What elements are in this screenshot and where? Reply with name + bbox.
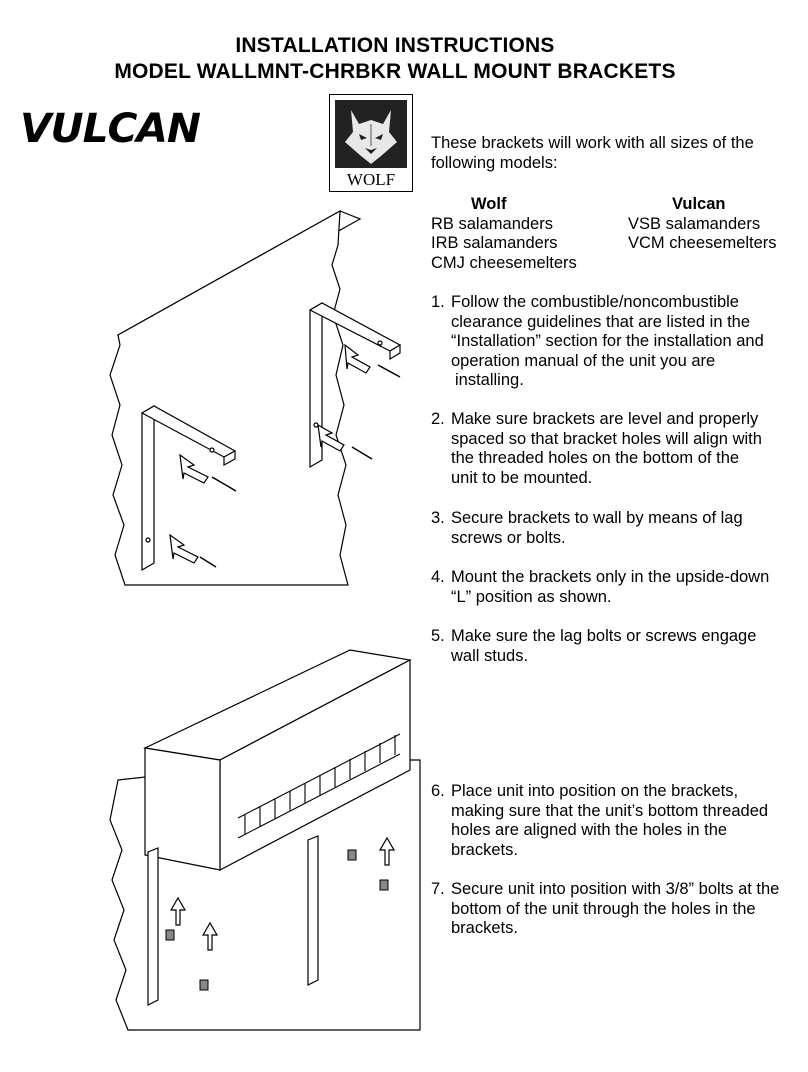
step-line: clearance guidelines that are listed in … [451,312,751,331]
step-number: 3. [431,509,445,527]
step-line: unit to be mounted. [451,468,593,487]
page-title-line-1: INSTALLATION INSTRUCTIONS [235,34,555,57]
intro-text: These brackets will work with all sizes … [431,134,791,173]
vulcan-model-item: VCM cheesemelters [628,234,777,252]
wolf-head-icon [345,110,397,164]
arrow-icon [169,343,371,564]
step-line: Make sure brackets are level and properl… [451,410,759,428]
step-number: 5. [431,627,445,645]
step-line: brackets. [451,840,518,859]
step-6: 6. Place unit into position on the brack… [431,782,796,860]
wolf-logo-text: WOLF [347,170,395,189]
wolf-logo: WOLF [329,94,413,192]
step-line: Place unit into position on the brackets… [451,782,739,800]
step-line: wall studs. [451,646,529,665]
step-line: operation manual of the unit you are [451,351,716,370]
step-2: 2. Make sure brackets are level and prop… [431,410,796,488]
step-number: 2. [431,410,445,428]
vulcan-column-heading: Vulcan [672,195,726,213]
bolt-icon [165,849,389,991]
step-line: Make sure the lag bolts or screws engage [451,627,757,645]
step-7: 7. Secure unit into position with 3/8” b… [431,880,796,939]
step-line: Secure brackets to wall by means of lag [451,509,743,527]
step-number: 1. [431,293,445,311]
wall-brackets-illustration [109,209,402,586]
unit-mounting-illustration [109,649,421,1031]
arrow-icon [169,836,396,951]
step-line: making sure that the unit’s bottom threa… [451,801,769,820]
step-line: “Installation” section for the installat… [451,332,764,350]
step-line: “L” position as shown. [451,587,612,606]
step-4: 4. Mount the brackets only in the upside… [431,568,796,607]
step-line: installing. [455,371,524,389]
bolt-icon [199,364,401,568]
wolf-model-item: RB salamanders [431,214,553,233]
step-line: Follow the combustible/noncombustible [451,293,739,311]
vulcan-models-column: Vulcan VSB salamanders VCM cheesemelters [628,195,777,254]
rack-grid [237,733,401,839]
step-line: spaced so that bracket holes will align … [451,429,762,448]
step-3: 3. Secure brackets to wall by means of l… [431,509,796,548]
step-line: brackets. [451,919,518,937]
intro-line-1: These brackets will work with all sizes … [431,134,754,152]
step-number: 6. [431,782,445,800]
step-line: screws or bolts. [451,528,566,547]
step-line: Secure unit into position with 3/8” bolt… [451,880,780,898]
page-title-line-2: MODEL WALLMNT-CHRBKR WALL MOUNT BRACKETS [114,60,676,83]
vulcan-model-item: VSB salamanders [628,214,761,233]
intro-line-2: following models: [431,153,558,172]
step-line: holes are aligned with the holes in the [451,821,728,839]
wolf-model-item: CMJ cheesemelters [431,253,577,272]
step-number: 4. [431,568,445,586]
wolf-model-item: IRB salamanders [431,234,558,252]
wolf-column-heading: Wolf [471,195,507,213]
wolf-models-column: Wolf RB salamanders IRB salamanders CMJ … [431,195,577,273]
step-1: 1. Follow the combustible/noncombustible… [431,293,796,391]
step-line: the threaded holes on the bottom of the [451,449,740,467]
left-bracket [140,404,237,572]
step-line: Mount the brackets only in the upside-do… [451,568,770,586]
step-5: 5. Make sure the lag bolts or screws eng… [431,627,796,666]
step-line: bottom of the unit through the holes in … [451,899,756,918]
step-number: 7. [431,880,445,898]
vulcan-logo-text: VULCAN [20,106,201,148]
vulcan-logo: VULCAN [20,106,202,148]
